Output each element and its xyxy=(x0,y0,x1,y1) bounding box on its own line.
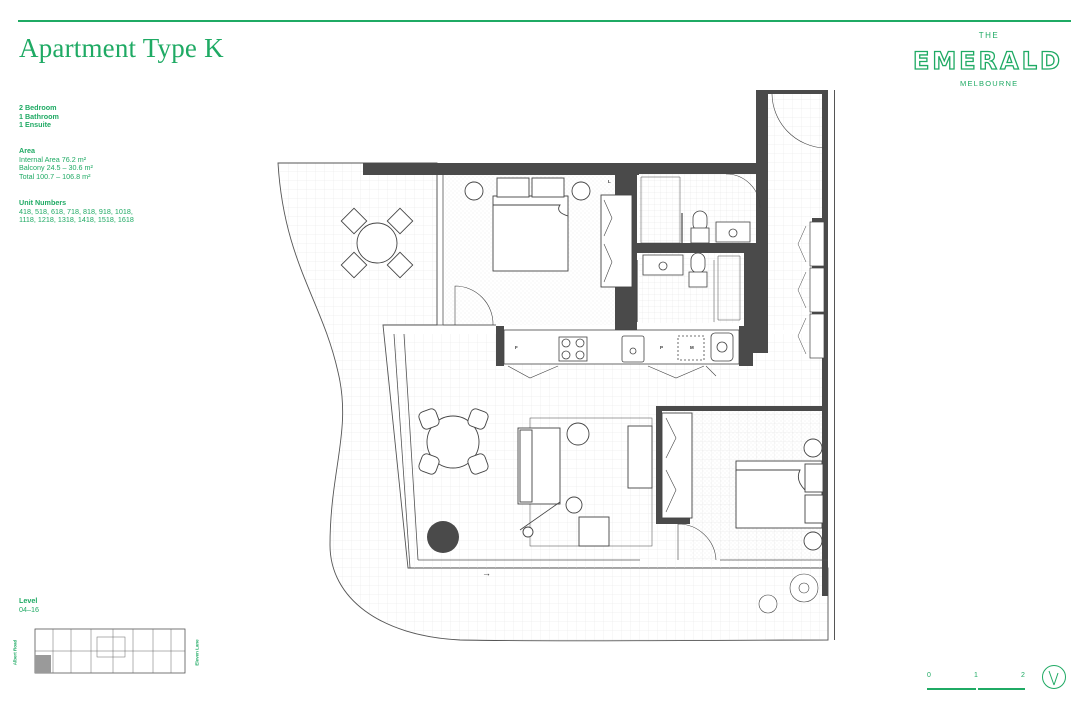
room-summary: 2 Bedroom 1 Bathroom 1 Ensuite xyxy=(19,103,59,130)
bathroom-count: 1 Bathroom xyxy=(19,111,59,121)
balcony-outline xyxy=(277,162,829,642)
logo-the: THE xyxy=(978,31,1000,40)
dining-set xyxy=(418,408,489,475)
header-rule xyxy=(18,20,1071,22)
scale-segment-1 xyxy=(927,688,976,690)
balcony-area: Balcony 24.5 – 30.6 m² xyxy=(19,163,93,173)
interior-lines xyxy=(383,175,828,569)
key-plan-drawing xyxy=(34,628,186,674)
north-arrow-icon xyxy=(1042,665,1066,689)
fridge-label: F xyxy=(515,345,518,350)
arrow-right-icon: → xyxy=(482,568,491,578)
unit-numbers-heading: Unit Numbers xyxy=(19,198,67,207)
emerald-logo: THE EMERALD MELBOURNE xyxy=(905,30,1075,90)
ensuite-fixtures xyxy=(640,173,761,244)
key-plan xyxy=(33,625,189,682)
unit-numbers: Unit Numbers 418, 518, 618, 718, 818, 91… xyxy=(19,198,134,225)
level-heading: Level xyxy=(19,596,38,605)
ensuite-count: 1 Ensuite xyxy=(19,120,51,130)
bedroom-2-furniture xyxy=(661,412,824,561)
living-furniture xyxy=(517,417,653,547)
scale-label-2: 2 xyxy=(1021,672,1025,679)
level-value: 04–16 xyxy=(19,604,39,614)
bathroom-fixtures xyxy=(636,252,741,322)
bedroom-1-furniture xyxy=(454,177,633,326)
area-summary: Area Internal Area 76.2 m² Balcony 24.5 … xyxy=(19,146,93,181)
logo-name: EMERALD xyxy=(912,46,1063,75)
kitchen xyxy=(503,329,740,379)
unit-numbers-line-2: 1118, 1218, 1318, 1418, 1518, 1618 xyxy=(19,215,134,225)
planter xyxy=(427,521,459,553)
scale-segment-2 xyxy=(978,688,1025,690)
unit-numbers-line-1: 418, 518, 618, 718, 818, 918, 1018, xyxy=(19,206,133,216)
pantry-label: P xyxy=(660,345,663,350)
road-label-right: Eleven Lane xyxy=(194,639,200,666)
east-wall-line xyxy=(834,90,835,640)
total-area: Total 100.7 – 106.8 m² xyxy=(19,171,91,181)
linen-label: L xyxy=(608,179,611,184)
road-label-left: Albert Road xyxy=(12,639,18,666)
page-title: Apartment Type K xyxy=(19,33,224,63)
internal-area: Internal Area 76.2 m² xyxy=(19,154,87,164)
scale-bar: 0 1 2 xyxy=(924,672,1029,692)
level-info: Level 04–16 xyxy=(19,596,39,614)
scale-label-0: 0 xyxy=(927,672,931,679)
corridor-robes xyxy=(771,93,825,359)
bedroom-count: 2 Bedroom xyxy=(19,103,57,112)
microwave-label: M xyxy=(690,345,694,350)
logo-city: MELBOURNE xyxy=(960,79,1019,88)
unit-highlight xyxy=(35,655,51,673)
balcony-table-set xyxy=(340,207,414,279)
scale-label-1: 1 xyxy=(974,672,978,679)
area-heading: Area xyxy=(19,146,35,155)
ac-unit xyxy=(758,573,819,614)
